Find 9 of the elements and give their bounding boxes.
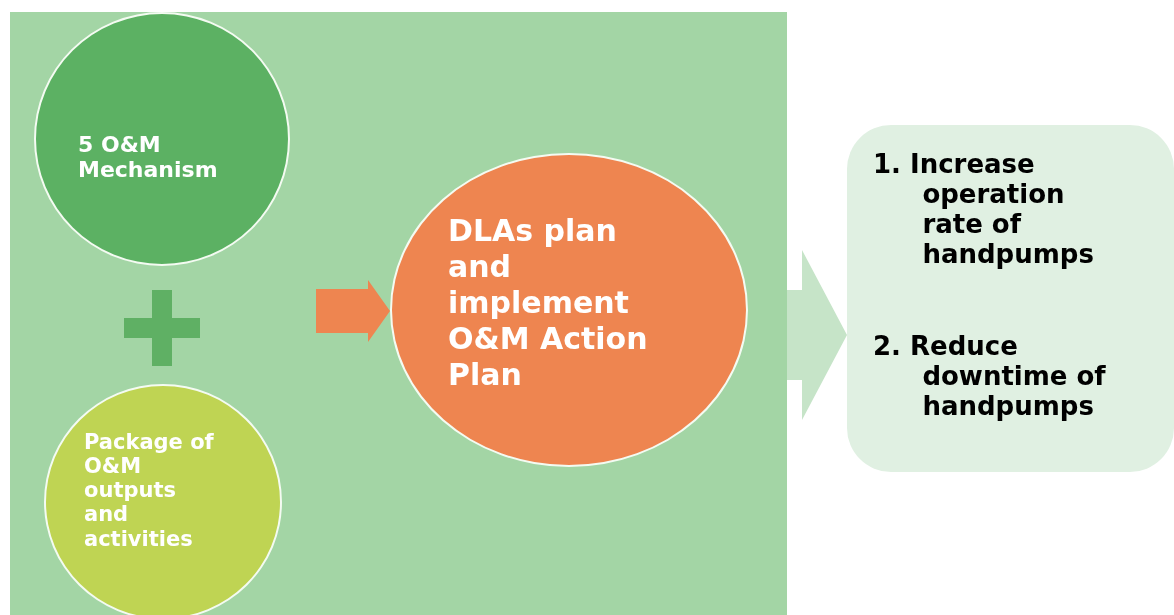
- outcome-item: 1. Increase operation rate of handpumps: [873, 150, 1095, 270]
- background-panel: [10, 12, 787, 615]
- circle-label: DLAs plan and implement O&M Action Plan: [448, 213, 649, 393]
- block-arrow: [316, 280, 390, 342]
- outcome-box: [847, 125, 1174, 472]
- circle-label: Package of O&M outputs and activities: [84, 430, 215, 551]
- outcome-item: 2. Reduce downtime of handpumps: [873, 332, 1107, 422]
- block-arrow: [787, 250, 847, 420]
- circle-label: 5 O&M Mechanism: [78, 132, 219, 183]
